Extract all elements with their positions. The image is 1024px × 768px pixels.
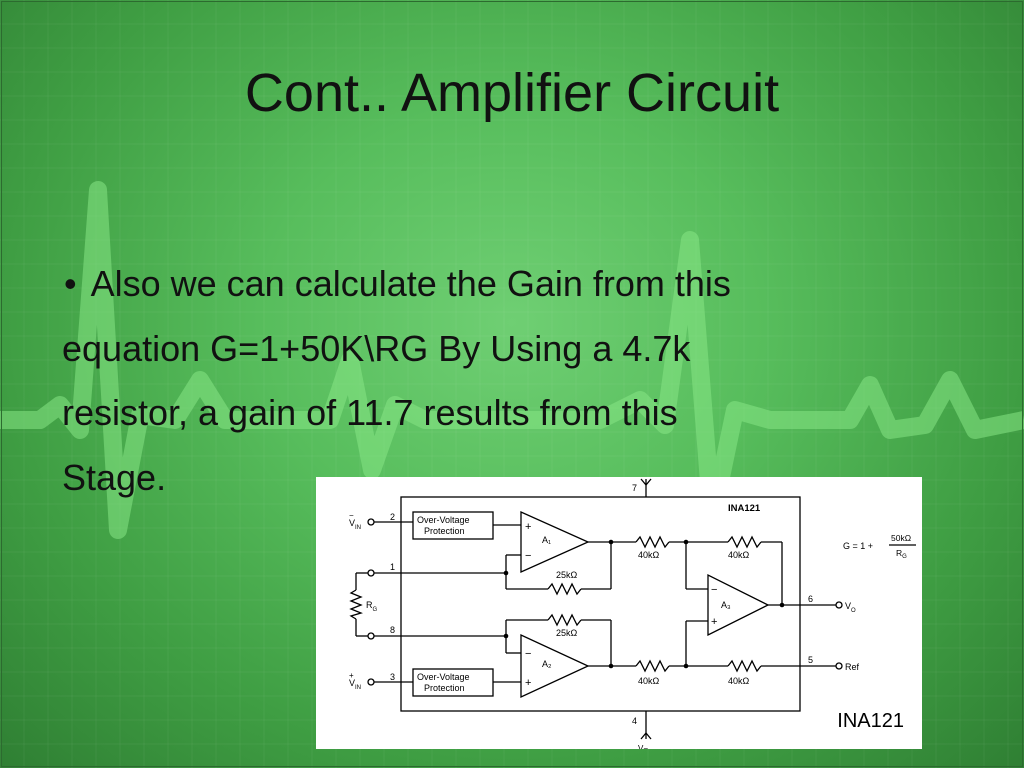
circuit-figure: INA121 Over-Voltage Protection Over-Volt… [316,477,922,749]
chip-outline [400,496,801,712]
pin-6: 6 [808,594,813,604]
r25k-bottom-label: 25kΩ [556,628,578,638]
bullet-text: • Also we can calculate the Gain from thi… [62,252,942,510]
gain-formula-numerator: 50kΩ [891,533,911,543]
rg-resistor [349,589,363,620]
ovp-bottom-line1: Over-Voltage [417,672,470,682]
bullet-line-4: Stage. [62,456,167,498]
pin-4: 4 [632,716,637,726]
rg-label: RG [366,600,378,613]
a3-minus: − [711,584,717,596]
opamp-a2-label: A₂ [542,659,552,669]
ref-terminal [835,662,843,670]
pin-2: 2 [390,512,395,522]
a1-plus: + [525,521,531,533]
ina121-schematic: INA121 Over-Voltage Protection Over-Volt… [349,478,916,749]
chip-label: INA121 [728,503,761,514]
a2-minus: − [525,648,531,660]
figure-caption: INA121 [837,710,904,732]
pin-8: 8 [390,625,395,635]
v-minus-label: V− [638,744,648,749]
opamp-a1 [520,510,590,574]
bullet-line-1-text: Also we can calculate the Gain from this [90,263,731,304]
ovp-top-line2: Protection [424,526,465,536]
resistor-40k-4 [727,659,762,673]
a3-plus: + [711,616,717,628]
bullet-symbol: • [64,263,77,304]
slide-title: Cont.. Amplifier Circuit [244,63,780,123]
vo-label: VO [845,601,856,614]
vin-minus-label: VIN [349,518,361,531]
vin-plus-sign: + [349,671,354,680]
r40k-3-label: 40kΩ [728,550,750,560]
r40k-4-label: 40kΩ [728,676,750,686]
opamp-a3-label: A₃ [721,600,731,610]
opamp-a3 [707,573,770,637]
feedback-resistor-25k-top [547,582,582,596]
vo-terminal [835,601,843,609]
resistor-40k-3 [727,535,762,549]
r40k-2-label: 40kΩ [638,676,660,686]
a1-minus: − [525,550,531,562]
ovp-top-line1: Over-Voltage [417,515,470,525]
r25k-top-label: 25kΩ [556,570,578,580]
vin-minus-sign: − [349,511,354,520]
vin-minus-terminal [367,518,375,526]
resistor-40k-2 [635,659,670,673]
ref-label: Ref [845,662,860,672]
pin-7: 7 [632,483,637,493]
opamp-a2 [520,633,590,699]
vin-plus-terminal [367,678,375,686]
pin-5: 5 [808,655,813,665]
bullet-line-2: equation G=1+50K\RG By Using a 4.7k [62,327,691,369]
a2-plus: + [525,677,531,689]
opamp-a1-label: A₁ [542,535,551,545]
r40k-1-label: 40kΩ [638,550,660,560]
resistor-40k-1 [635,535,670,549]
pin-1: 1 [390,562,395,572]
feedback-resistor-25k-bottom [547,613,582,627]
gain-formula-denominator: RG [896,548,907,560]
bullet-line-1: • Also we can calculate the Gain from thi… [62,252,942,317]
pin-3: 3 [390,672,395,682]
gain-formula-lhs: G = 1 + [843,541,873,551]
bullet-line-3: resistor, a gain of 11.7 results from th… [62,392,678,433]
ovp-bottom-line2: Protection [424,683,465,693]
vin-plus-label: VIN [349,678,361,691]
